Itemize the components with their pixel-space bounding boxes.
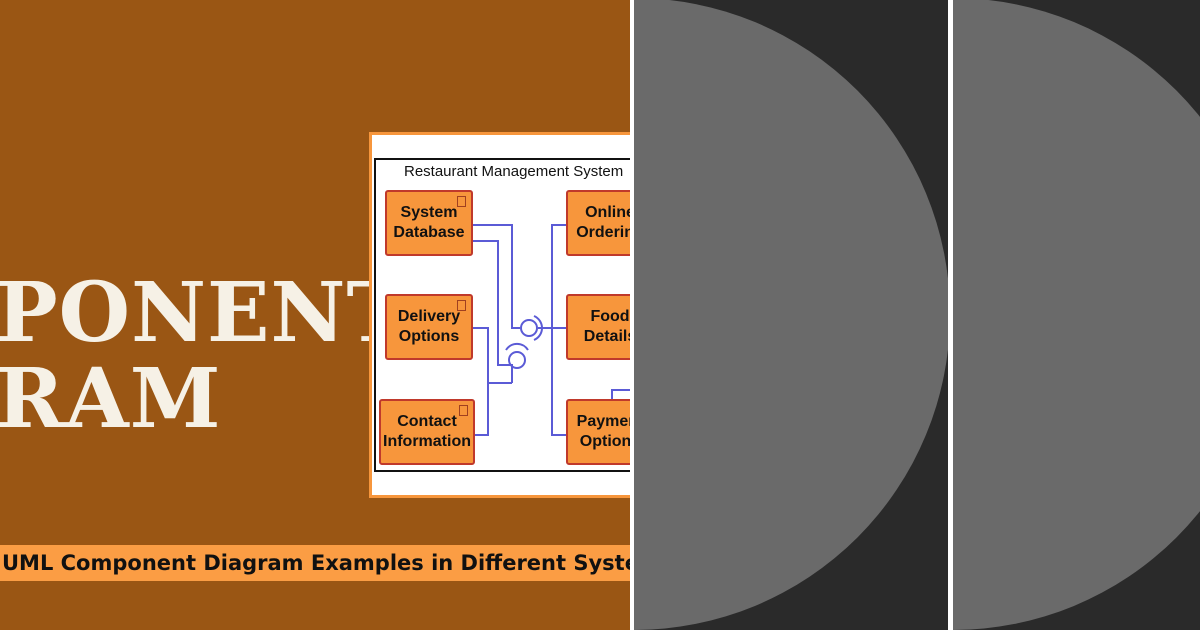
placeholder-panel-1: [634, 0, 948, 630]
circle-shape: [634, 0, 948, 630]
subtitle-banner: UML Component Diagram Examples in Differ…: [0, 545, 630, 581]
component-system-database: System Database: [385, 190, 473, 256]
diagram-title: Restaurant Management System: [404, 163, 624, 180]
circle-shape: [953, 0, 1200, 630]
hero-title-line1: PONENT: [0, 265, 409, 361]
component-diagram-image: Restaurant Management System System Data…: [369, 132, 630, 498]
component-delivery-options: Delivery Options: [385, 294, 473, 360]
component-icon: [457, 196, 466, 207]
component-icon: [457, 300, 466, 311]
connector-wires: [472, 224, 630, 436]
component-contact-information: Contact Information: [379, 399, 475, 465]
component-food-details: Food Details: [566, 294, 630, 360]
placeholder-panel-2: [953, 0, 1200, 630]
component-payment-options: Payment Options: [566, 399, 630, 465]
component-online-ordering: Online Ordering: [566, 190, 630, 256]
thumbnail-image: PONENT RAM Restaurant Management System …: [0, 0, 630, 630]
diagram-frame: [374, 158, 630, 472]
hero-title-line2: RAM: [0, 351, 222, 447]
component-icon: [459, 405, 468, 416]
